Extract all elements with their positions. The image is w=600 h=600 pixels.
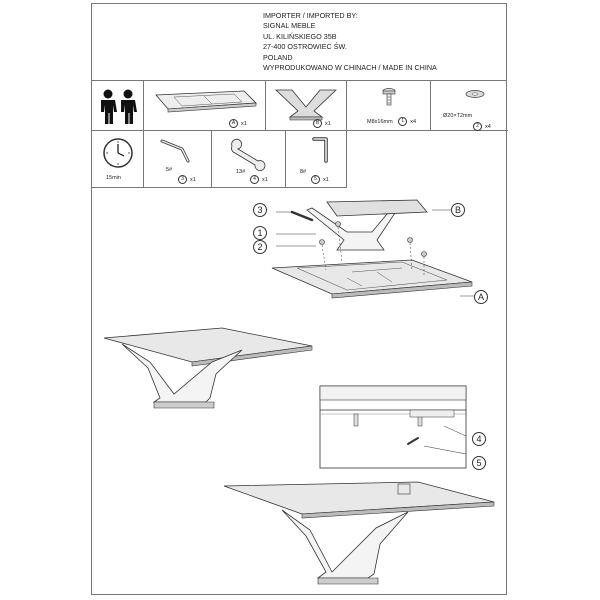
hex-key-icon xyxy=(160,139,190,163)
callout-3: 3 xyxy=(253,203,267,217)
header-line: UL. KILIŃSKIEGO 35B xyxy=(263,31,337,41)
extended-table-diagram xyxy=(223,481,495,585)
hex5-number: 3 xyxy=(178,175,187,184)
two-people-icon xyxy=(101,89,137,124)
hex8-label: 8# xyxy=(300,169,307,175)
bolt-label: M8x16mm xyxy=(367,118,393,125)
callout-4: 4 xyxy=(472,432,486,446)
callout-5: 5 xyxy=(472,456,486,470)
hex-key-large-icon xyxy=(312,137,328,163)
bolt-number: 1 xyxy=(398,117,408,126)
tabletop-icon xyxy=(155,90,257,113)
washer-qty: x4 xyxy=(485,123,491,130)
washer-icon xyxy=(465,90,485,98)
extension-detail-diagram xyxy=(319,385,467,469)
callout-a: A xyxy=(474,290,488,304)
hex8-qty: x1 xyxy=(323,176,329,183)
instruction-sheet: IMPORTER / IMPORTED BY: SIGNAL MEBLE UL.… xyxy=(91,3,508,595)
callout-b: B xyxy=(451,203,465,217)
hex8-number: 5 xyxy=(311,175,320,184)
wrench-icon xyxy=(231,138,266,171)
wrench-label: 13# xyxy=(236,169,246,175)
hex5-qty: x1 xyxy=(190,176,196,183)
part-a-qty: x1 xyxy=(241,120,247,127)
part-b-letter: B xyxy=(313,119,322,128)
wrench-qty: x1 xyxy=(262,176,268,183)
wrench-number: 4 xyxy=(250,175,259,184)
header-line: SIGNAL MEBLE xyxy=(263,21,316,31)
hex5-label: 5# xyxy=(166,167,173,173)
bolt-qty: x4 xyxy=(410,118,417,125)
washer-number: 2 xyxy=(473,122,482,131)
assembled-table-diagram xyxy=(103,327,313,409)
exploded-assembly-diagram xyxy=(271,199,482,299)
callout-1: 1 xyxy=(253,226,267,240)
importer-header: IMPORTER / IMPORTED BY: SIGNAL MEBLE UL.… xyxy=(92,4,506,81)
header-line: WYPRODUKOWANO W CHINACH / MADE IN CHINA xyxy=(263,63,437,73)
part-b-qty: x1 xyxy=(325,120,331,127)
bolt-icon xyxy=(382,88,396,106)
time-label: 15min xyxy=(106,175,121,181)
header-line: IMPORTER / IMPORTED BY: xyxy=(263,11,358,20)
callout-2: 2 xyxy=(253,240,267,254)
clock-icon xyxy=(103,138,133,168)
two-people-cell xyxy=(92,81,144,131)
base-icon xyxy=(275,89,337,121)
time-cell: 15min xyxy=(92,131,144,188)
header-line: 27-400 OSTROWIEC ŚW. xyxy=(263,42,347,52)
header-line: POLAND xyxy=(263,52,293,62)
washer-label: Ø20×T2mm xyxy=(443,113,473,119)
part-a-letter: A xyxy=(229,119,238,128)
